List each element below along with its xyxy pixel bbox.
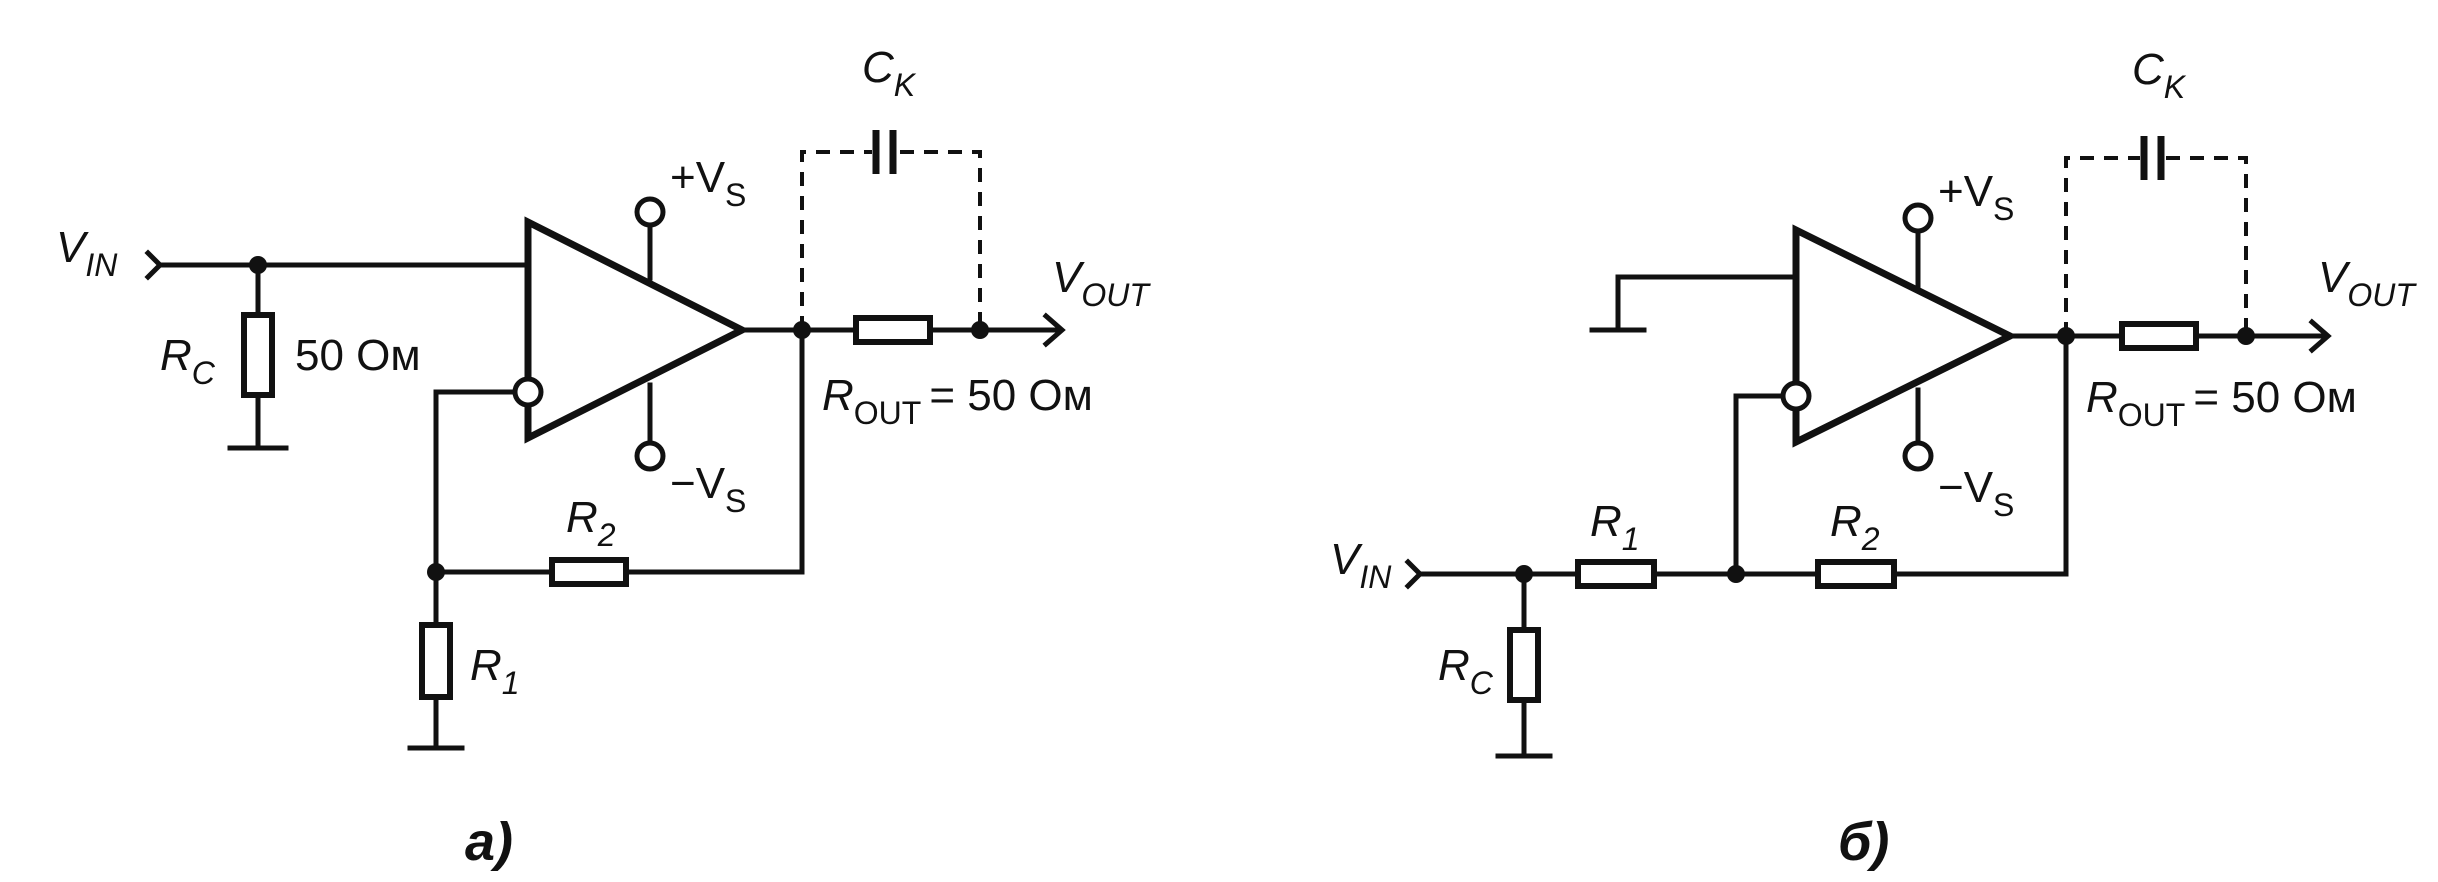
output-arrow-b	[2308, 318, 2332, 354]
vsminus-label-b: −VS	[1938, 463, 2014, 523]
vsplus-terminal-a	[634, 196, 666, 228]
resistor-r2-b	[1815, 559, 1897, 589]
noninv-ground-wire-b	[1615, 274, 1799, 333]
vsplus-label-b: +VS	[1938, 167, 2014, 227]
vout-label-b: VOUT	[2318, 253, 2417, 313]
capacitor-ck-a	[872, 130, 897, 174]
r2-wire-a	[433, 327, 805, 575]
load-junction-b	[2237, 327, 2255, 345]
vin-label-b: VIN	[1330, 535, 1392, 595]
r2-label-b: R2	[1830, 497, 1880, 557]
caption-a: а)	[465, 812, 513, 872]
r1-label-b: R1	[1590, 497, 1640, 557]
opamp-a	[524, 216, 750, 444]
vsminus-terminal-b	[1902, 440, 1934, 472]
resistor-r1-b	[1575, 559, 1657, 589]
rc-label-b: RC	[1438, 641, 1494, 701]
inverting-bubble-a	[512, 376, 544, 408]
resistor-r1-a	[419, 622, 453, 700]
resistor-rout-b	[2119, 321, 2199, 351]
vout-label-a: VOUT	[1052, 253, 1151, 313]
ck-label-b: CK	[2132, 45, 2187, 105]
capacitor-ck-b	[2140, 136, 2165, 180]
ck-dashed-a	[800, 150, 982, 330]
inverting-wire-a	[433, 389, 518, 575]
r2-label-a: R2	[566, 493, 616, 553]
vsplus-terminal-b	[1902, 202, 1934, 234]
rout-label-a: ROUT= 50 Ом	[822, 371, 1093, 431]
opamp-b	[1792, 224, 2018, 448]
input-wire-b	[1417, 333, 2069, 577]
circuit-b: VIN RC +VS −VS CK VOUT ROUT= 50 Ом R1 R2…	[1330, 45, 2417, 872]
inverting-wire-b	[1733, 393, 1786, 577]
circuit-a: VIN RC 50 Ом +VS −VS CK VOUT ROUT= 50 Ом…	[56, 43, 1151, 872]
vin-label-a: VIN	[56, 223, 118, 283]
vsminus-terminal-a	[634, 440, 666, 472]
ck-dashed-b	[2064, 156, 2248, 336]
resistor-rout-a	[853, 315, 933, 345]
load-junction-a	[971, 321, 989, 339]
resistor-r2-a	[549, 557, 629, 587]
ck-label-a: CK	[862, 43, 917, 103]
resistor-rc-a	[241, 312, 275, 398]
r1-label-a: R1	[470, 641, 520, 701]
vsplus-label-a: +VS	[670, 153, 746, 213]
rout-label-b: ROUT= 50 Ом	[2086, 373, 2357, 433]
vsminus-label-a: −VS	[670, 459, 746, 519]
output-arrow-a	[1042, 312, 1066, 348]
resistor-rc-b	[1507, 627, 1541, 703]
rc-label-a: RC	[160, 331, 216, 391]
caption-b: б)	[1838, 812, 1889, 872]
rc-value-a: 50 Ом	[295, 331, 421, 380]
inverting-bubble-b	[1780, 380, 1812, 412]
